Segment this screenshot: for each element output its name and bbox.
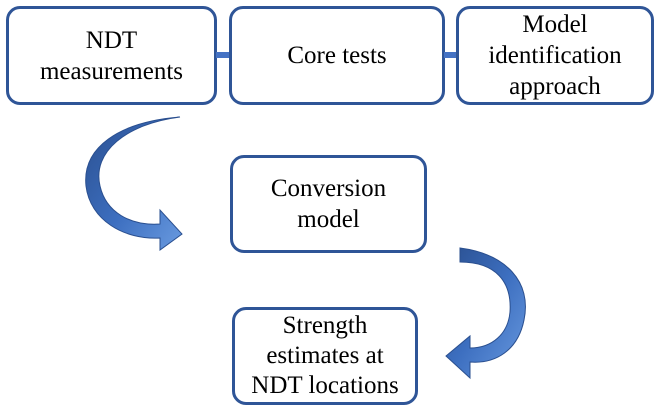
conversion-model-label: Conversion model [270, 175, 387, 233]
connector-core-model [444, 52, 457, 58]
curved-arrow-icon [85, 116, 183, 251]
model-identification-box: Model identification approach [456, 6, 654, 105]
model-identification-label: Model identification approach [488, 11, 622, 100]
core-tests-box: Core tests [229, 6, 445, 105]
connector-ndt-core [216, 52, 230, 58]
strength-estimates-box: Strength estimates at NDT locations [232, 307, 418, 405]
strength-estimates-label: Strength estimates at NDT locations [251, 312, 399, 399]
conversion-model-box: Conversion model [230, 155, 427, 253]
curved-arrow-icon [445, 247, 526, 380]
ndt-measurements-box: NDT measurements [6, 6, 217, 105]
core-tests-label: Core tests [287, 42, 387, 69]
ndt-measurements-label: NDT measurements [39, 26, 183, 85]
